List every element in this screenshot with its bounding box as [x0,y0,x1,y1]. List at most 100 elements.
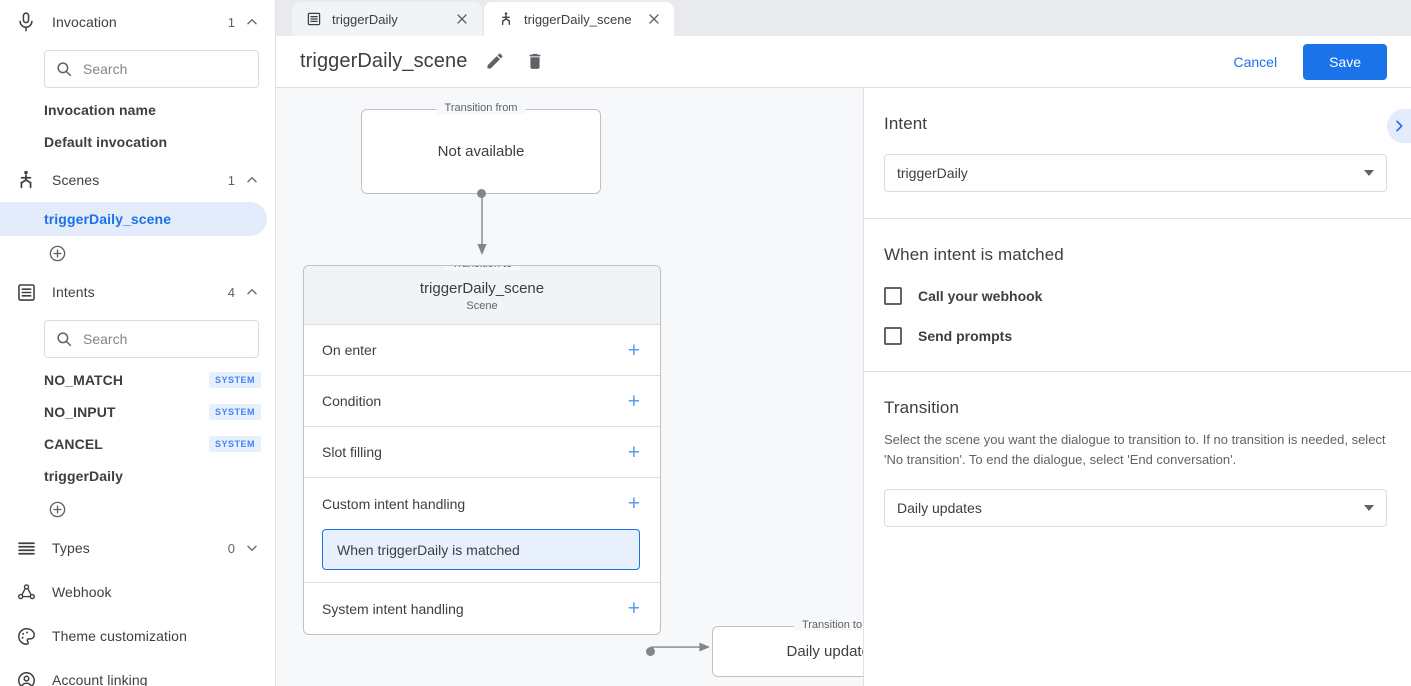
sidebar-item-account-linking[interactable]: Account linking [0,658,275,686]
search-icon [57,62,72,77]
intent-section: Intent triggerDaily [864,88,1411,219]
transition-section: Transition Select the scene you want the… [864,372,1411,553]
add-slot-filling-icon[interactable]: + [627,440,640,464]
scene-row-condition[interactable]: Condition + [304,376,660,427]
sidebar-item-triggerdaily[interactable]: triggerDaily [0,460,275,492]
node-text: Not available [437,143,525,160]
chevron-down-icon [1364,170,1374,176]
sidebar-section-invocation[interactable]: Invocation 1 [0,0,275,44]
sidebar-item-cancel[interactable]: CANCEL SYSTEM [0,428,275,460]
add-condition-icon[interactable]: + [627,389,640,413]
sidebar-section-types[interactable]: Types 0 [0,526,275,570]
intent-select[interactable]: triggerDaily [884,154,1387,192]
intent-section-title: Intent [884,114,928,133]
scene-node-name: triggerDaily_scene [419,280,545,297]
sidebar-section-label: Types [52,540,90,556]
scene-row-custom-intent-handling[interactable]: Custom intent handling + [304,478,660,529]
invocation-search-input[interactable] [83,61,248,77]
send-prompts-row[interactable]: Send prompts [884,327,1387,345]
sidebar-item-label: NO_MATCH [44,372,124,388]
sidebar-item-no-input[interactable]: NO_INPUT SYSTEM [0,396,275,428]
intents-search-box[interactable] [44,320,259,358]
plus-circle-icon [49,501,66,517]
sidebar-item-label: triggerDaily [44,468,123,484]
close-icon[interactable] [646,11,662,27]
send-prompts-checkbox[interactable] [884,327,902,345]
sidebar-item-default-invocation[interactable]: Default invocation [0,126,275,158]
intent-tab-icon [306,11,322,27]
intent-handler-chip[interactable]: When triggerDaily is matched [322,529,640,570]
chevron-up-icon[interactable] [245,285,259,299]
tab-triggerdaily[interactable]: triggerDaily [292,2,482,36]
scene-row-label: Custom intent handling [322,495,466,512]
sidebar-item-label: Webhook [52,584,112,600]
tab-triggerdaily-scene[interactable]: triggerDaily_scene [484,2,674,36]
search-icon [57,332,72,347]
close-icon[interactable] [454,11,470,27]
edge-chip-to-target [651,642,711,652]
sidebar-item-invocation-name[interactable]: Invocation name [0,94,275,126]
scene-row-label: Condition [322,393,382,409]
sidebar-section-label: Invocation [52,14,117,30]
tab-strip: triggerDaily triggerDaily_scene [276,0,1411,36]
page-header: triggerDaily_scene Cancel Save [276,36,1411,88]
chevron-up-icon[interactable] [245,15,259,29]
invocation-search-box[interactable] [44,50,259,88]
tab-label: triggerDaily [332,11,398,27]
add-scene-button[interactable] [0,236,275,270]
sidebar-section-intents[interactable]: Intents 4 [0,270,275,314]
main-area: triggerDaily triggerDaily_scene [276,0,1411,686]
chevron-down-icon[interactable] [245,541,259,555]
add-custom-intent-icon[interactable]: + [627,492,640,515]
scene-row-on-enter[interactable]: On enter + [304,325,660,376]
save-button[interactable]: Save [1303,43,1387,80]
sidebar-item-label: NO_INPUT [44,404,116,420]
sidebar-item-label: Account linking [52,672,148,686]
trash-icon[interactable] [525,51,547,73]
sidebar-section-scenes[interactable]: Scenes 1 [0,158,275,202]
sidebar-section-count: 4 [227,284,235,300]
sidebar-section-label: Intents [52,284,95,300]
add-intent-button[interactable] [0,492,275,526]
scene-row-slot-filling[interactable]: Slot filling + [304,427,660,478]
scene-graph-canvas[interactable]: Transition from Not available Transition… [276,88,864,686]
invocation-search-wrap [0,44,275,94]
intents-search-input[interactable] [83,331,248,347]
chevron-up-icon[interactable] [245,173,259,187]
add-system-intent-icon[interactable]: + [627,597,640,620]
transition-target-node[interactable]: Transition to Daily updates [712,619,863,677]
plus-circle-icon [49,245,66,261]
transition-from-node[interactable]: Transition from Not available [361,102,601,194]
sidebar-item-label: Default invocation [44,134,168,150]
edge-from-to-scene [477,194,487,255]
sidebar-item-label: Theme customization [52,628,187,644]
intents-search-wrap [0,314,275,364]
scene-tab-icon [498,11,514,27]
intents-list-icon [14,280,38,304]
sidebar-item-label: triggerDaily_scene [44,211,172,227]
sidebar-item-label: Invocation name [44,102,156,118]
scene-node[interactable]: Transition to triggerDaily_scene Scene O… [303,265,661,635]
call-webhook-checkbox[interactable] [884,287,902,305]
call-webhook-row[interactable]: Call your webhook [884,287,1387,305]
status-badge: SYSTEM [208,404,261,420]
types-list-icon [14,536,38,560]
sidebar-item-webhook[interactable]: Webhook [0,570,275,614]
editor-body: Transition from Not available Transition… [276,88,1411,686]
scene-branch-icon [14,168,38,192]
transition-select[interactable]: Daily updates [884,489,1387,527]
sidebar-item-theme-customization[interactable]: Theme customization [0,614,275,658]
pencil-icon[interactable] [485,51,507,73]
add-on-enter-icon[interactable]: + [627,338,640,362]
palette-icon [14,624,38,648]
sidebar-item-no-match[interactable]: NO_MATCH SYSTEM [0,364,275,396]
sidebar: Invocation 1 Invocation name Default inv… [0,0,276,686]
when-intent-matched-title: When intent is matched [884,245,1064,264]
edge-source-dot [477,189,486,198]
cancel-button[interactable]: Cancel [1219,46,1291,78]
account-circle-icon [14,668,38,686]
sidebar-item-triggerdaily-scene[interactable]: triggerDaily_scene [0,202,267,236]
scene-row-system-intent-handling[interactable]: System intent handling + [304,583,660,634]
chevron-right-icon[interactable] [1387,109,1411,143]
